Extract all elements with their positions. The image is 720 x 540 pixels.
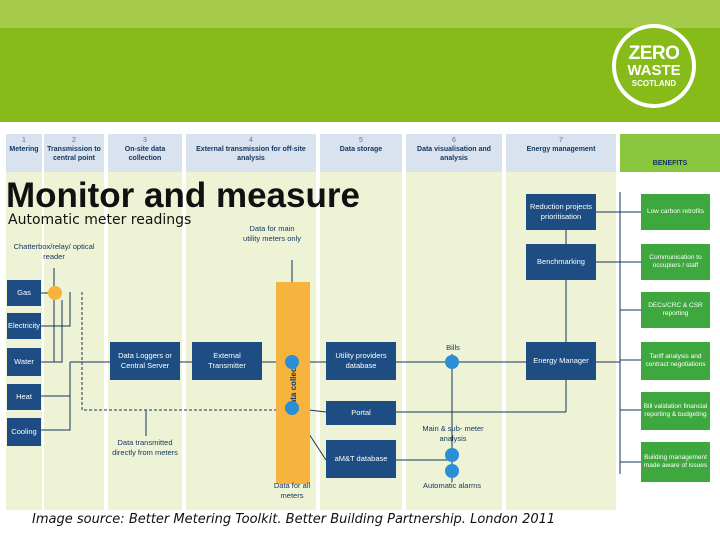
chatterbox-dot (48, 286, 62, 300)
collector-dot-main (285, 355, 299, 369)
column-bg-3 (108, 170, 182, 510)
stage-number: 4 (249, 137, 253, 144)
meter-electricity: Electricity (7, 313, 41, 339)
main-sub-meter-label: Main & sub- meter analysis (422, 424, 484, 443)
data-transmitted-label: Data transmitted directly from meters (112, 438, 178, 457)
zero-waste-scotland-logo: ZERO WASTE SCOTLAND (612, 24, 696, 108)
stage-number: 5 (359, 137, 363, 144)
chatterbox-label: Chatterbox/relay/ optical reader (13, 242, 95, 261)
benefit-reporting: DECs/CRC & CSR reporting (641, 292, 710, 328)
amt-database-box: aM&T database (326, 440, 396, 478)
meter-cooling: Cooling (7, 418, 41, 446)
benefit-communication: Communication to occupiers / staff (641, 244, 710, 280)
benefit-tariff-analysis: Tariff analysis and contract negotiation… (641, 342, 710, 380)
stage-label: Data visualisation and analysis (417, 146, 491, 162)
stage-number: 7 (559, 137, 563, 144)
stage-number: 6 (452, 137, 456, 144)
column-bg-1 (6, 170, 42, 510)
bills-dot (445, 355, 459, 369)
bills-label: Bills (446, 343, 460, 352)
benefit-bill-validation: Bill validation financial reporting & bu… (641, 392, 710, 430)
stage-label: Metering (9, 146, 39, 153)
portal-box: Portal (326, 401, 396, 425)
stage-label: On-site data collection (124, 146, 166, 162)
analysis-dot (445, 448, 459, 462)
image-source-caption: Image source: Better Metering Toolkit. B… (32, 512, 556, 527)
reduction-projects-box: Reduction projects prioritisation (526, 194, 596, 230)
stage-label: Transmission to central point (47, 146, 101, 162)
external-transmitter-box: External Transmitter (192, 342, 262, 380)
logo-line-2: WASTE (627, 62, 681, 79)
page-subtitle: Automatic meter readings (8, 212, 192, 228)
alarms-dot (445, 464, 459, 478)
collector-dot-all (285, 401, 299, 415)
utility-database-box: Utility providers database (326, 342, 396, 380)
logo-line-3: SCOTLAND (631, 79, 677, 88)
stage-label: Data storage (339, 146, 383, 153)
data-loggers-box: Data Loggers or Central Server (110, 342, 180, 380)
stage-label: External transmission for off-site analy… (196, 146, 306, 162)
meter-gas: Gas (7, 280, 41, 306)
data-collector-label-wrap: Data collector (276, 282, 310, 484)
automatic-alarms-label: Automatic alarms (423, 481, 481, 490)
benefits-header: BENEFITS (620, 134, 720, 172)
benefit-building-management: Building management made aware of issues (641, 442, 710, 482)
data-all-meters-label: Data for all meters (273, 481, 311, 500)
header-highlight (0, 0, 720, 28)
benefit-low-carbon: Low carbon retrofits (641, 194, 710, 230)
page-title: Monitor and measure (6, 176, 360, 215)
stage-number: 1 (22, 137, 26, 144)
energy-manager-box: Energy Manager (526, 342, 596, 380)
meter-heat: Heat (7, 384, 41, 410)
data-main-meters-label: Data for main utility meters only (243, 224, 301, 243)
logo-line-1: ZERO (628, 43, 680, 64)
stage-number: 3 (143, 137, 147, 144)
benchmarking-box: Benchmarking (526, 244, 596, 280)
meter-water: Water (7, 348, 41, 376)
data-collector-bar (276, 282, 310, 484)
stage-number: 2 (72, 137, 76, 144)
stage-label: Energy management (526, 146, 596, 153)
